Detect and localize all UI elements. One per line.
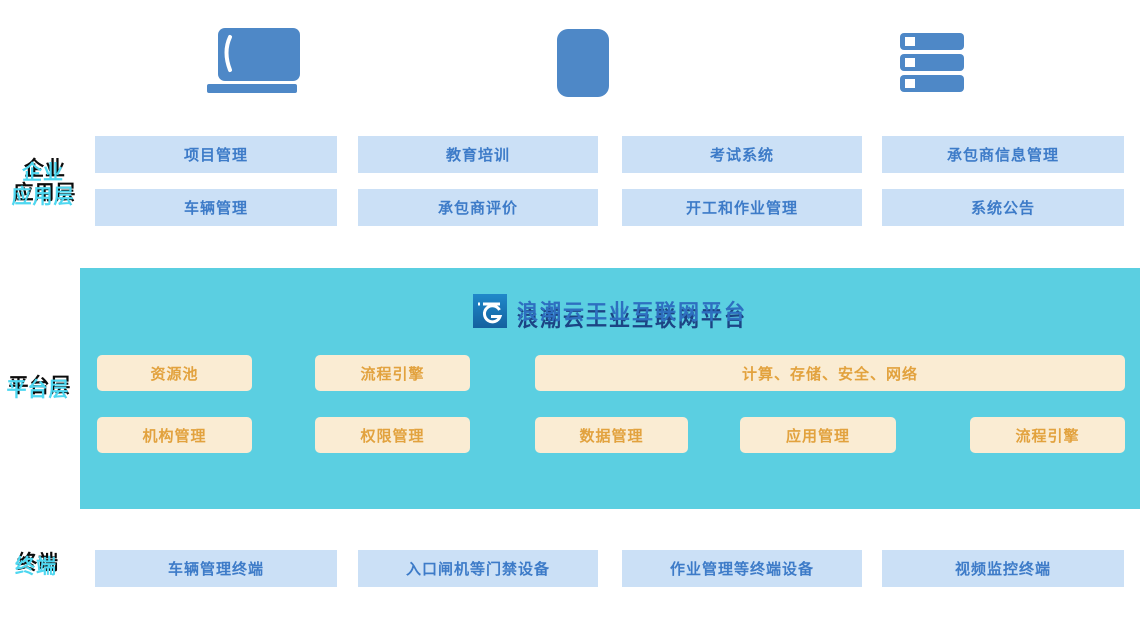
- platform-title: 浪潮云工业互联网平台: [517, 300, 747, 324]
- platform-box-data-management: 数据管理: [535, 417, 688, 453]
- mobile-device-icon: [556, 28, 610, 102]
- platform-box-organization-management: 机构管理: [97, 417, 252, 453]
- app-box-contractor-evaluation: 承包商评价: [358, 189, 598, 226]
- platform-box-resource-pool: 资源池: [97, 355, 252, 391]
- app-box-project-management: 项目管理: [95, 136, 337, 173]
- platform-layer-label: 平台层: [6, 377, 70, 401]
- platform-box-process-engine-bottom: 流程引擎: [970, 417, 1125, 453]
- app-box-exam-system: 考试系统: [622, 136, 862, 173]
- app-layer-label: 企业 应用层: [4, 160, 82, 208]
- platform-box-process-engine-top: 流程引擎: [315, 355, 470, 391]
- platform-box-application-management: 应用管理: [740, 417, 896, 453]
- terminal-box-vehicle-terminal: 车辆管理终端: [95, 550, 337, 587]
- desktop-monitor-icon: [205, 25, 300, 99]
- platform-layer-panel: 浪潮云工业互联网平台 资源池 流程引擎 计算、存储、安全、网络 机构管理 权限管…: [80, 268, 1140, 509]
- platform-box-permission-management: 权限管理: [315, 417, 470, 453]
- app-layer-label-line1: 企业: [22, 160, 64, 184]
- terminal-box-gate-access-devices: 入口闸机等门禁设备: [358, 550, 598, 587]
- terminal-box-operation-terminal-devices: 作业管理等终端设备: [622, 550, 862, 587]
- app-box-work-operation-management: 开工和作业管理: [622, 189, 862, 226]
- app-box-vehicle-management: 车辆管理: [95, 189, 337, 226]
- app-box-education-training: 教育培训: [358, 136, 598, 173]
- terminal-box-video-surveillance-terminal: 视频监控终端: [882, 550, 1124, 587]
- server-stack-icon: [900, 33, 964, 97]
- app-box-system-announcement: 系统公告: [882, 189, 1124, 226]
- terminal-layer-label: 终端: [15, 554, 57, 578]
- app-layer-label-line2: 应用层: [11, 184, 75, 208]
- platform-box-compute-storage-security-network: 计算、存储、安全、网络: [535, 355, 1125, 391]
- inspur-cloud-logo: [473, 294, 507, 328]
- app-box-contractor-info: 承包商信息管理: [882, 136, 1124, 173]
- platform-brand: 浪潮云工业互联网平台: [80, 294, 1140, 328]
